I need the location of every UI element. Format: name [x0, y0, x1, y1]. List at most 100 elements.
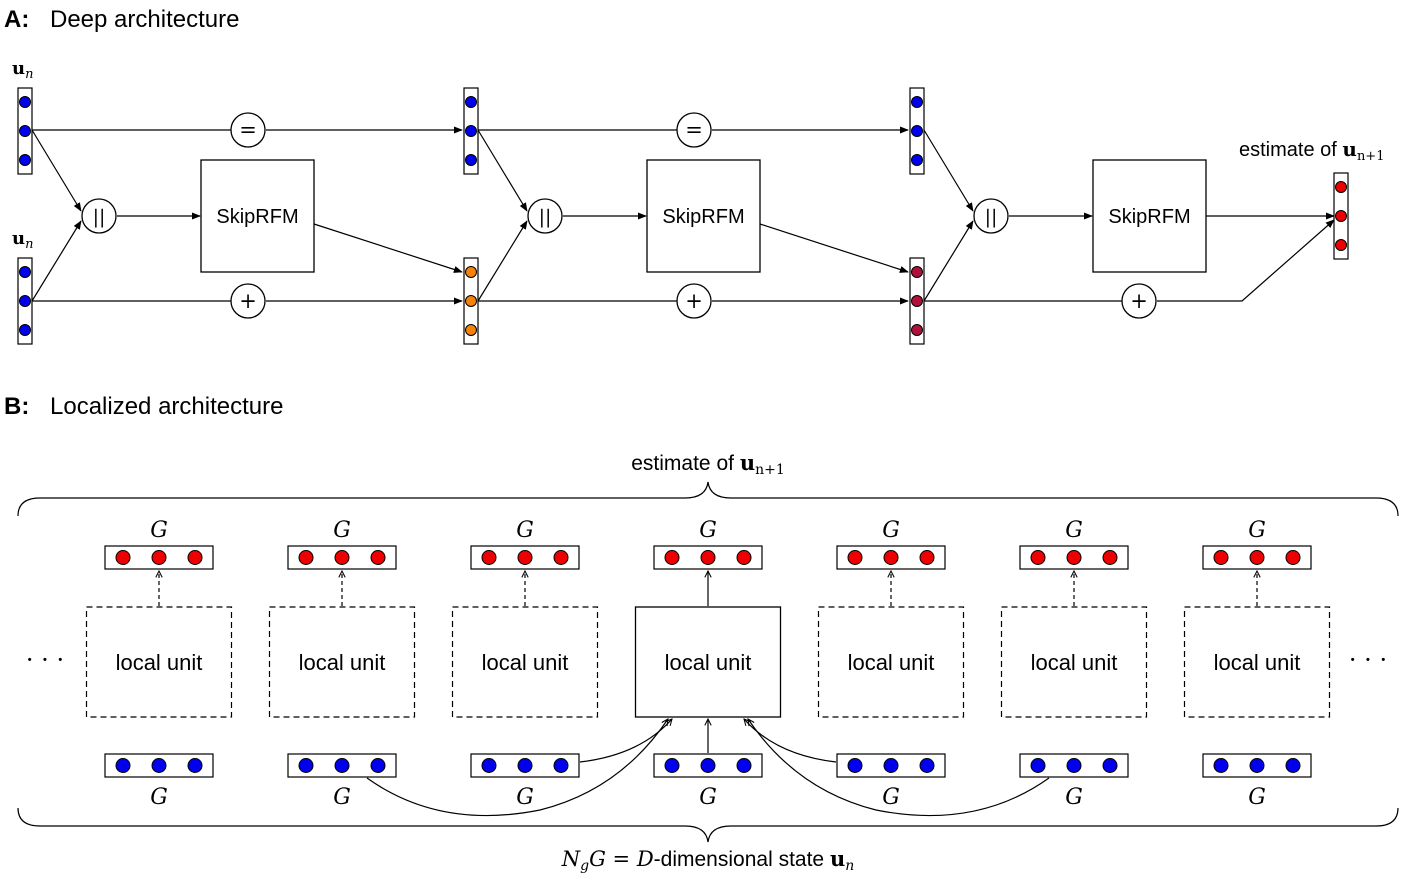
group-label-top: G [882, 518, 900, 543]
node [1102, 550, 1118, 565]
node [187, 758, 203, 773]
node [736, 550, 752, 565]
skiprfm-block-3: SkipRFM [1092, 159, 1207, 273]
output-group-vector [1019, 545, 1129, 570]
residual-vector-2 [909, 257, 925, 345]
panel-a: A: Deep architecture un un [4, 6, 1384, 345]
node [919, 758, 935, 773]
svg-text:local unit: local unit [1031, 650, 1118, 675]
svg-text:SkipRFM: SkipRFM [1108, 206, 1190, 228]
svg-text:||: || [985, 206, 998, 228]
group-label-bottom: G [1065, 785, 1083, 810]
node [465, 324, 477, 336]
node [883, 550, 899, 565]
node [1213, 550, 1229, 565]
residual-vector-1 [463, 257, 479, 345]
output-group-vector [287, 545, 397, 570]
identity-vector-2 [909, 87, 925, 175]
node [911, 324, 923, 336]
panel-b-letter: B: [4, 393, 29, 420]
top-brace [17, 481, 1399, 517]
node [553, 758, 569, 773]
input-group-vector [1202, 753, 1312, 778]
node [517, 758, 533, 773]
node [911, 266, 923, 278]
node [19, 125, 31, 137]
node [911, 295, 923, 307]
input-group-vector [287, 753, 397, 778]
node [847, 550, 863, 565]
input-label-top: un [12, 58, 33, 82]
identity-vector-1 [463, 87, 479, 175]
node [1335, 181, 1347, 193]
edge-bottom-3b [1157, 219, 1335, 302]
svg-text:||: || [539, 206, 552, 228]
node [151, 758, 167, 773]
node [664, 758, 680, 773]
node [553, 550, 569, 565]
output-vector [1333, 172, 1349, 260]
node [919, 550, 935, 565]
panel-b-title: Localized architecture [50, 393, 283, 420]
group-label-top: G [1248, 518, 1266, 543]
input-label-bottom: un [12, 228, 33, 252]
svg-text:||: || [93, 206, 106, 228]
node [19, 266, 31, 278]
node [911, 154, 923, 166]
svg-text:local unit: local unit [482, 650, 569, 675]
op-add-2: + [676, 283, 712, 319]
group-label-bottom: G [699, 785, 717, 810]
node [1249, 550, 1265, 565]
skiprfm-block-1: SkipRFM [200, 159, 315, 273]
node [664, 550, 680, 565]
group-label-bottom: G [882, 785, 900, 810]
local-unit-box: local unit [268, 606, 416, 718]
edge-diag-3b [923, 220, 974, 302]
ellipsis-right: · · · [1349, 646, 1387, 674]
bottom-state-label: NgG = D-dimensional state un [561, 846, 855, 874]
panel-b: B: Localized architecture estimate of un… [4, 393, 1399, 874]
node [1066, 550, 1082, 565]
node [736, 758, 752, 773]
node [700, 550, 716, 565]
group-label-top: G [1065, 518, 1083, 543]
node [1335, 210, 1347, 222]
panel-a-title: Deep architecture [50, 6, 239, 33]
group-label-bottom: G [516, 785, 534, 810]
link-right-near [744, 719, 837, 763]
node [370, 550, 386, 565]
node [911, 125, 923, 137]
group-label-top: G [150, 518, 168, 543]
node [1030, 550, 1046, 565]
node [911, 96, 923, 108]
node [517, 550, 533, 565]
svg-text:+: + [685, 289, 703, 313]
node [1102, 758, 1118, 773]
group-label-top: G [699, 518, 717, 543]
group-label-bottom: G [150, 785, 168, 810]
link-right-far [748, 719, 1050, 817]
node [465, 295, 477, 307]
output-group-vector [653, 545, 763, 570]
vector-columns [17, 87, 1349, 345]
bottom-brace [17, 807, 1399, 843]
local-unit-box: local unit [1000, 606, 1148, 718]
input-group-vector [836, 753, 946, 778]
node [481, 550, 497, 565]
svg-text:local unit: local unit [1214, 650, 1301, 675]
input-group-vector [470, 753, 580, 778]
op-identity-2: = [676, 112, 712, 148]
svg-text:local unit: local unit [665, 650, 752, 675]
link-left-far [366, 719, 668, 817]
group-label-bottom: G [1248, 785, 1266, 810]
ellipsis-left: · · · [26, 646, 64, 674]
node [151, 550, 167, 565]
skiprfm-block-2: SkipRFM [646, 159, 761, 273]
op-add-3: + [1121, 283, 1157, 319]
node [370, 758, 386, 773]
